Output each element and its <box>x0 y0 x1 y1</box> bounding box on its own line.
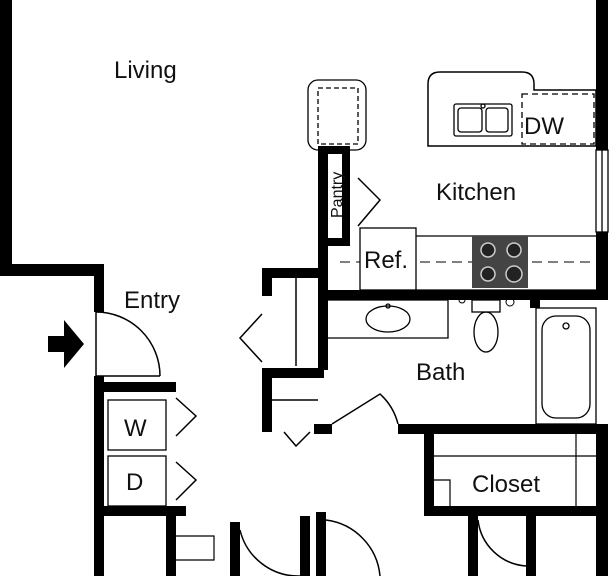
dryer: D <box>107 455 167 507</box>
window <box>595 149 609 233</box>
washer: W <box>107 399 167 451</box>
room-label-pantry: Pantry <box>329 172 346 218</box>
room-label-living: Living <box>114 57 177 84</box>
entry-door <box>95 311 161 377</box>
refrigerator: Ref. <box>359 227 417 291</box>
bathtub-icon <box>535 307 597 425</box>
refrigerator-label: Ref. <box>364 247 408 274</box>
dishwasher: DW <box>521 93 595 145</box>
closet-doors <box>175 177 382 501</box>
dishwasher-label: DW <box>524 113 564 140</box>
sink-icon <box>453 103 513 137</box>
room-label-entry: Entry <box>124 287 180 314</box>
detail-lines <box>176 434 596 561</box>
room-label-closet: Closet <box>472 471 540 498</box>
kitchen-island <box>427 71 597 147</box>
dryer-label: D <box>126 469 143 496</box>
bar-chair <box>307 79 367 151</box>
room-label-bath: Bath <box>416 359 465 386</box>
outlets <box>458 296 515 307</box>
entry-arrow-icon <box>48 320 84 368</box>
washer-label: W <box>124 415 147 442</box>
vanity <box>328 299 449 339</box>
swing-doors <box>239 393 527 576</box>
room-label-kitchen: Kitchen <box>436 179 516 206</box>
toilet-icon <box>471 299 501 353</box>
stove-icon <box>472 236 528 288</box>
